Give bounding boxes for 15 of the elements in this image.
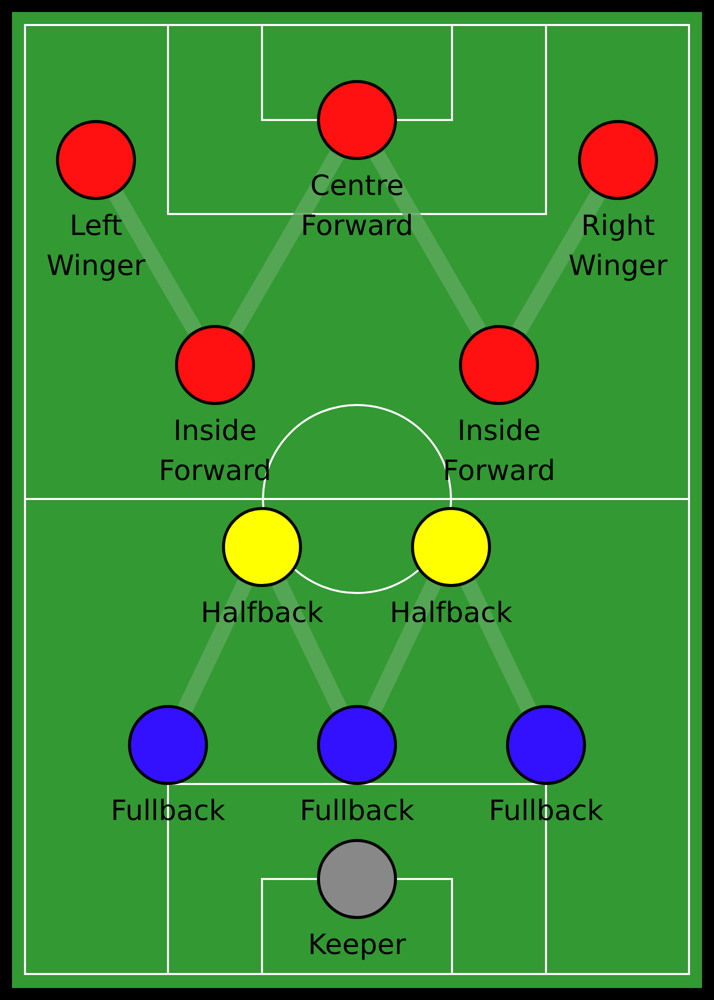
position-label: Right Winger — [567, 208, 669, 284]
position-label: Centre Forward — [300, 168, 414, 244]
connector-line — [461, 580, 536, 712]
position-label: Keeper — [307, 927, 407, 963]
connector-line — [178, 580, 252, 712]
connector-line — [272, 580, 347, 712]
connector-line — [109, 190, 202, 334]
connector-line — [228, 150, 344, 334]
position-label: Halfback — [200, 595, 324, 631]
connector-line — [512, 190, 605, 334]
position-label: Left Winger — [45, 208, 147, 284]
connector-line — [370, 150, 486, 334]
position-label: Halfback — [388, 595, 514, 631]
position-label: Fullback — [298, 793, 416, 829]
connector-line — [366, 580, 442, 712]
